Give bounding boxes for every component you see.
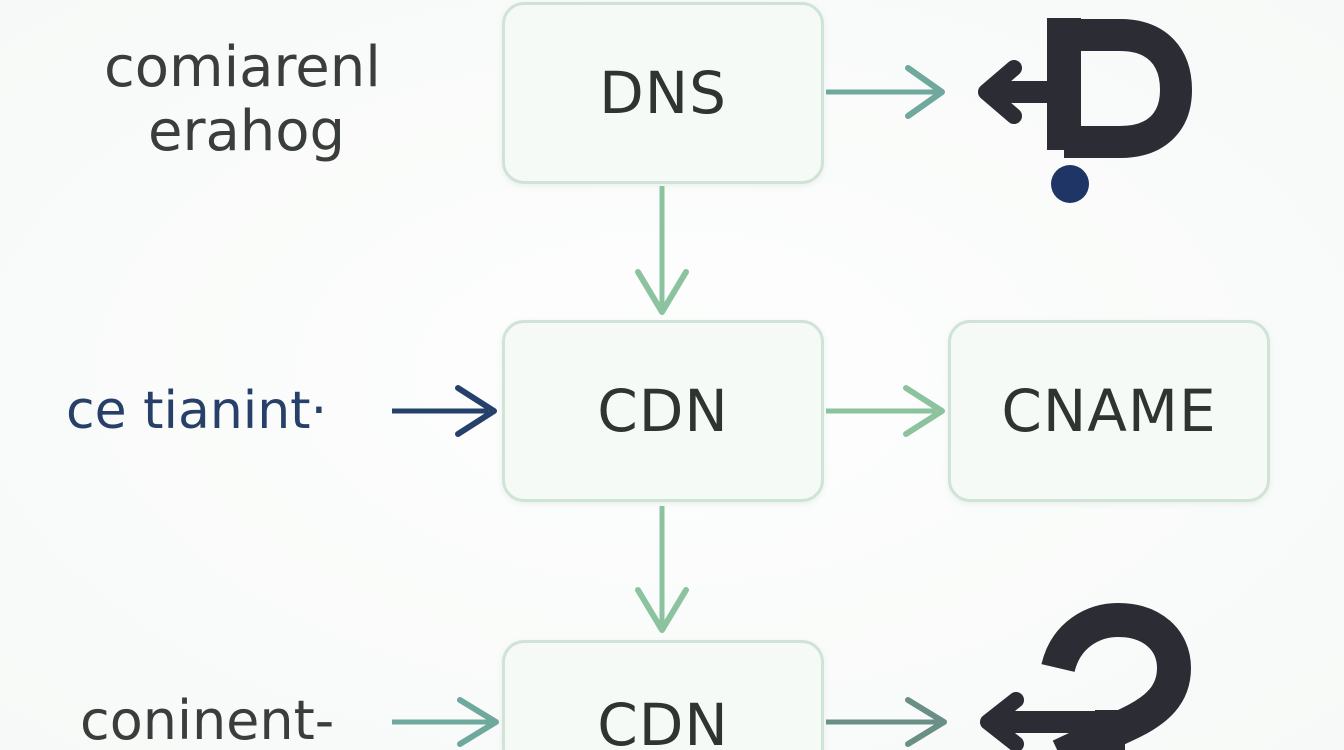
arrow-cdn-to-bottom-symbol [826, 697, 947, 747]
dns-node: DNS [502, 2, 824, 184]
question-arrow-icon [978, 18, 1193, 203]
arrow-cdn-to-cdn [635, 506, 689, 633]
cname-node: CNAME [948, 320, 1270, 502]
arrow-dns-to-cdn [635, 186, 689, 315]
top-left-label-line2: erahog [148, 99, 346, 165]
cdn-node-label: CDN [597, 377, 729, 445]
arrow-bottom-label-to-cdn [392, 697, 499, 747]
cname-node-label: CNAME [1001, 377, 1217, 445]
top-left-label-line1: comiarenl [104, 35, 381, 100]
bottom-left-label: coninent- [80, 689, 335, 750]
arrow-label-to-cdn [392, 385, 497, 437]
top-left-label: comiarenl erahog [104, 35, 381, 165]
arrow-dns-to-symbol [826, 65, 945, 119]
middle-left-label: ce tianint· [66, 381, 328, 441]
dns-node-label: DNS [599, 59, 727, 127]
arrow-cdn-to-cname [826, 385, 945, 437]
cdn-node-bottom-label: CDN [597, 691, 729, 750]
cdn-node: CDN [502, 320, 824, 502]
cdn-node-bottom: CDN [502, 640, 824, 750]
question-arrow-bottom-icon [980, 603, 1191, 750]
